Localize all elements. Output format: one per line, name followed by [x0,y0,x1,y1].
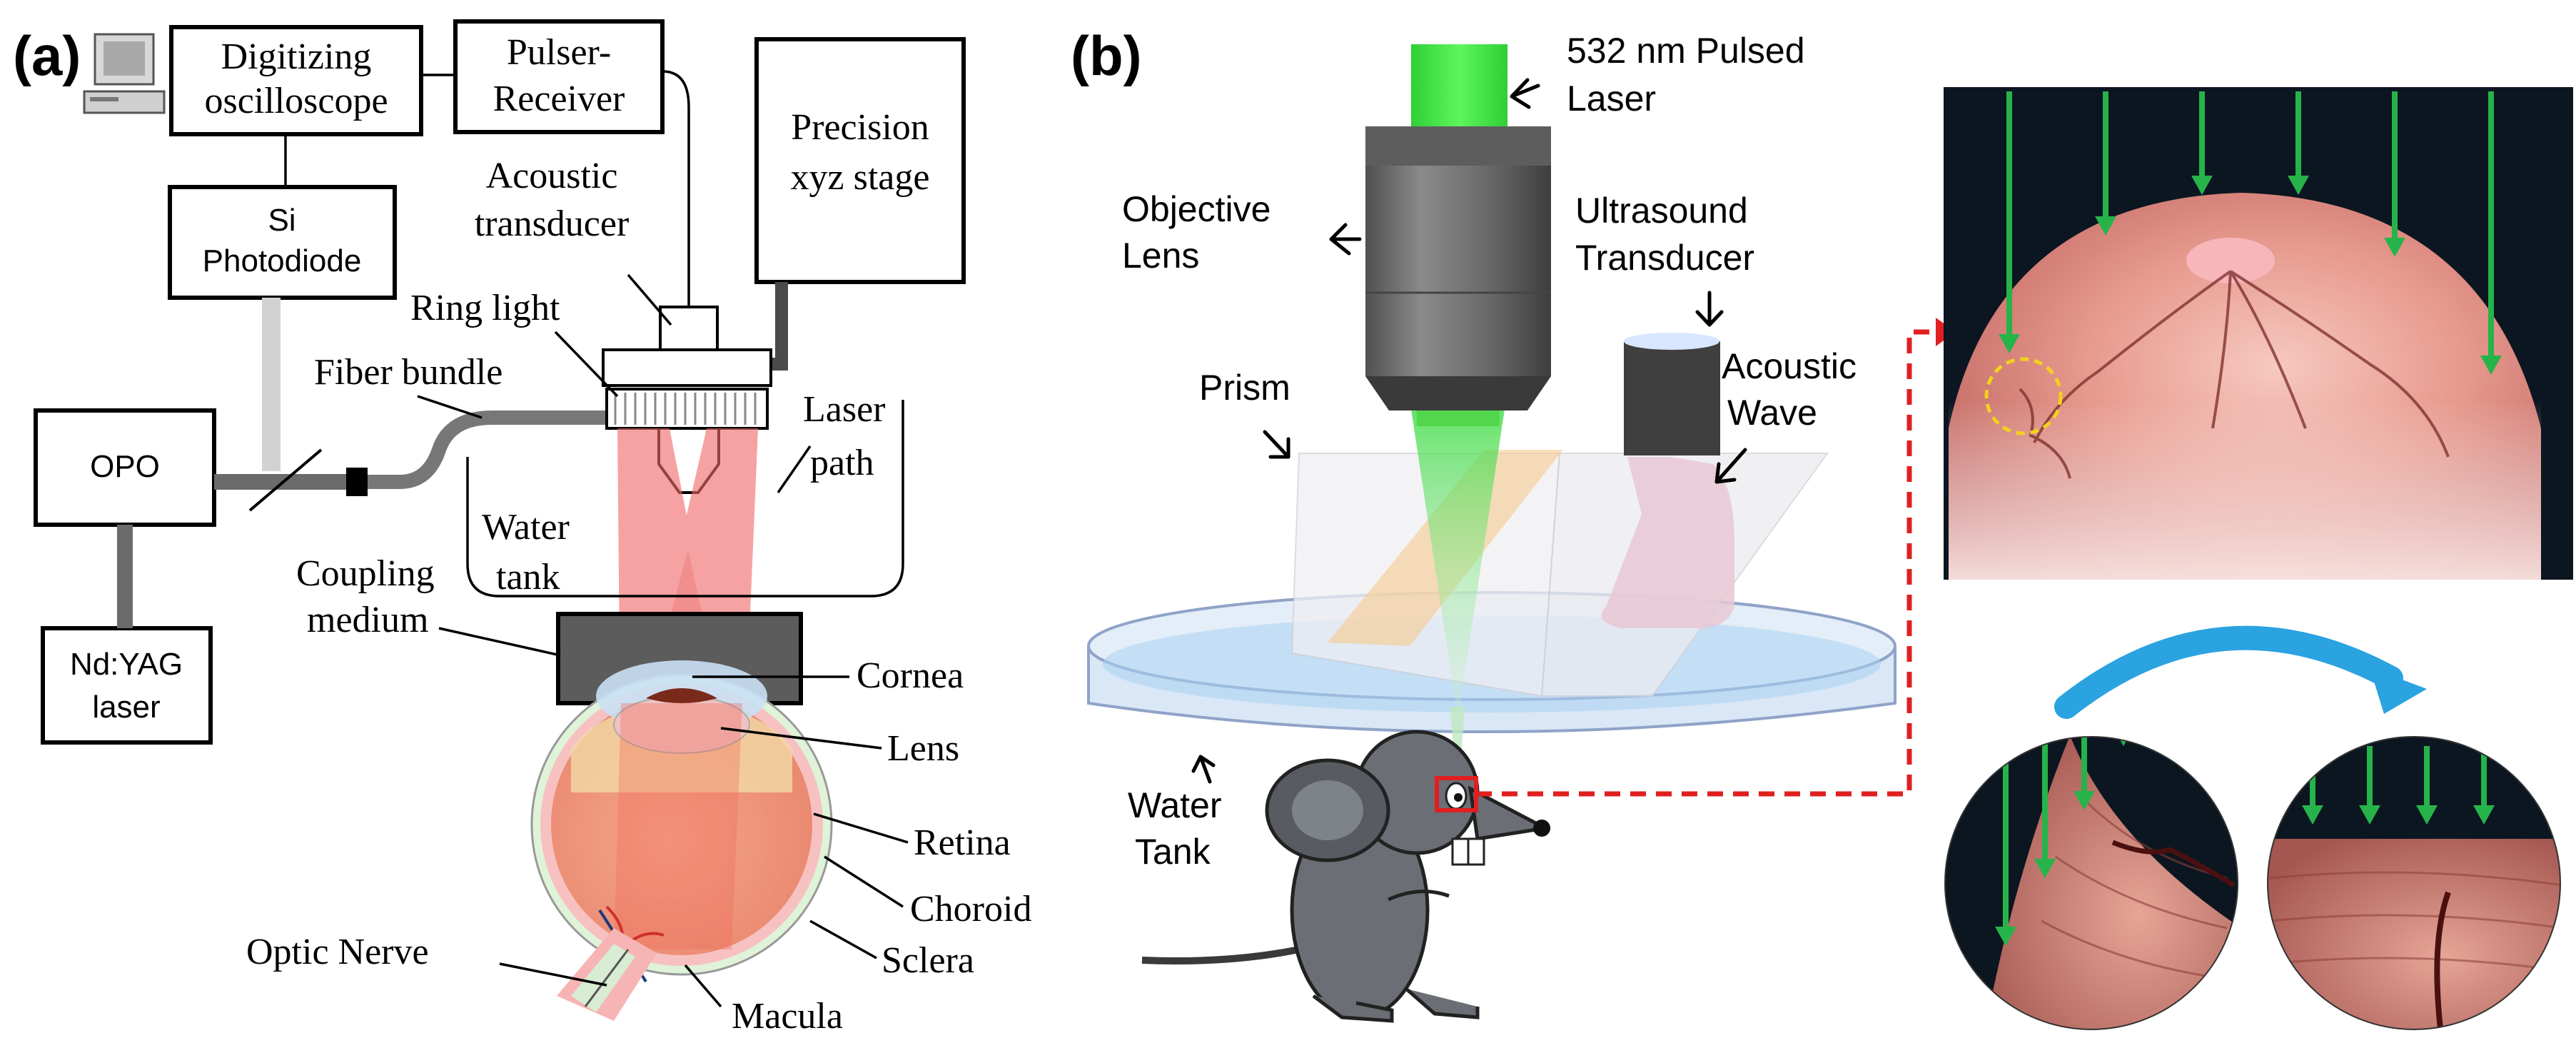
opo-label: OPO [90,449,160,484]
macula-label: Macula [732,996,843,1037]
fiber-bundle-label: Fiber bundle [314,352,502,393]
pulser-label-2: Receiver [493,79,625,119]
curved-blue-arrow [2054,625,2427,719]
water-tank-b-label-1: Water [1128,785,1222,825]
ring-light-label: Ring light [410,288,560,328]
laser-label-2: Laser [1567,79,1656,119]
lens-label: Lens [887,728,959,769]
green-laser-beam [1410,44,1507,767]
mouse-illustration [1141,730,1551,1023]
prism-label: Prism [1199,368,1290,408]
water-tank-outline [466,400,904,598]
pointer-water-tank [1191,755,1216,784]
acoustic-wave-label-1: Acoustic [1722,346,1857,386]
stage-label-1: Precision [791,107,929,148]
xyz-stage-box: Precision xyz stage [754,37,966,284]
fundus-photo [1944,87,2573,580]
transducer-b-label-2: Transducer [1575,238,1754,278]
pointer-laser [1510,78,1540,109]
scan-arrows-photo [1999,91,2502,375]
objective-lens [1365,126,1551,426]
transducer-label-1: Acoustic [486,156,618,196]
laser-path-label-1: Laser [803,389,885,430]
laser-path-label-2: path [810,443,874,483]
ring-light [605,388,769,430]
ndyag-label-2: laser [92,690,160,725]
photodiode-label-1: Si [268,203,296,238]
laser-label-1: 532 nm Pulsed [1567,31,1805,71]
retina-label: Retina [914,822,1011,863]
stage-label-2: xyz stage [791,157,930,198]
pulser-label-1: Pulser- [507,32,611,73]
oscilloscope-box: Digitizing oscilloscope [169,25,423,136]
opo-box: OPO [34,408,216,527]
ultrasound-transducer [1601,333,1734,628]
panel-a-label: (a) [13,24,81,87]
water-tank-label-1: Water [482,507,570,548]
sclera-label: Sclera [882,940,974,981]
eyeball [530,660,833,983]
cornea-label: Cornea [857,655,964,696]
acoustic-wave-label-2: Wave [1727,393,1817,433]
panel-b-label: (b) [1071,24,1142,87]
pulser-receiver-box: Pulser- Receiver [453,19,665,134]
objective-label-1: Objective [1122,189,1271,229]
choroid-label: Choroid [910,889,1031,929]
pointer-transducer [1695,291,1724,327]
oscilloscope-label-2: oscilloscope [204,81,388,121]
ndyag-box: Nd:YAG laser [41,626,213,745]
photodiode-box: Si Photodiode [168,185,397,300]
magnified-view-left [1945,737,2238,1029]
oscilloscope-label-1: Digitizing [221,36,372,77]
optic-nerve [557,928,657,1021]
fiber-coupler [346,468,368,496]
transducer-label-2: transducer [475,203,630,244]
water-tank-b-label-2: Tank [1135,832,1211,872]
objective-label-2: Lens [1122,236,1199,276]
photodiode-label-2: Photodiode [203,243,362,278]
pointer-prism [1263,430,1290,459]
highlight-circle [1984,357,2063,435]
transducer-b-label-1: Ultrasound [1575,191,1748,231]
optic-nerve-label: Optic Nerve [246,932,429,972]
dashed-connector [1476,329,1934,797]
magnified-view-right [2268,737,2560,1029]
water-tank-label-2: tank [496,557,560,598]
ndyag-label-1: Nd:YAG [70,647,183,682]
coupling-label-2: medium [307,600,428,640]
pointer-acoustic-wave [1714,448,1747,484]
coupling-label-1: Coupling [296,553,435,594]
computer-icon [83,33,166,114]
pointer-objective [1329,223,1362,256]
